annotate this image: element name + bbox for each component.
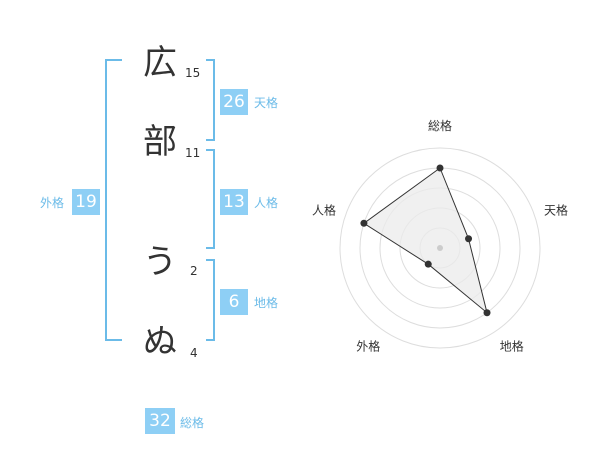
radar-point-5 [360, 219, 368, 227]
char-4: ぬ [143, 322, 177, 362]
tenkaku-bracket [206, 59, 215, 141]
char-1: 広 [143, 43, 177, 83]
soukaku-value: 32 [145, 408, 175, 434]
radar-ring-5 [339, 147, 541, 349]
soukaku-label: 総格 [180, 416, 205, 430]
radar-label-1: 総格 [428, 118, 452, 133]
radar-point-2 [465, 235, 473, 243]
radar-label-5: 人格 [312, 202, 336, 217]
radar-point-1 [436, 164, 444, 172]
gaikaku-label: 外格 [40, 196, 65, 210]
gaikaku-value: 19 [72, 189, 100, 215]
gaikaku-bracket [105, 59, 122, 341]
char-2: 部 [143, 122, 177, 162]
jinkaku-bracket [206, 149, 215, 249]
chikaku-bracket [206, 259, 215, 341]
tenkaku-label: 天格 [254, 96, 279, 110]
stroke-count-4: 4 [190, 346, 198, 360]
char-3: う [143, 242, 177, 282]
tenkaku-value: 26 [220, 89, 248, 115]
radar-label-2: 天格 [544, 202, 568, 217]
radar-center-dot [437, 245, 443, 251]
radar-points [360, 164, 491, 317]
chikaku-value: 6 [220, 289, 248, 315]
jinkaku-value: 13 [220, 189, 248, 215]
radar-label-4: 外格 [356, 339, 380, 354]
radar-point-3 [483, 309, 491, 317]
jinkaku-label: 人格 [254, 196, 279, 210]
stroke-count-1: 15 [185, 66, 201, 80]
chikaku-label: 地格 [254, 296, 279, 310]
radar-point-4 [424, 260, 432, 268]
radar-label-3: 地格 [500, 339, 524, 354]
stroke-count-3: 2 [190, 264, 198, 278]
radar-polygon [363, 167, 488, 315]
stroke-count-2: 11 [185, 146, 201, 160]
